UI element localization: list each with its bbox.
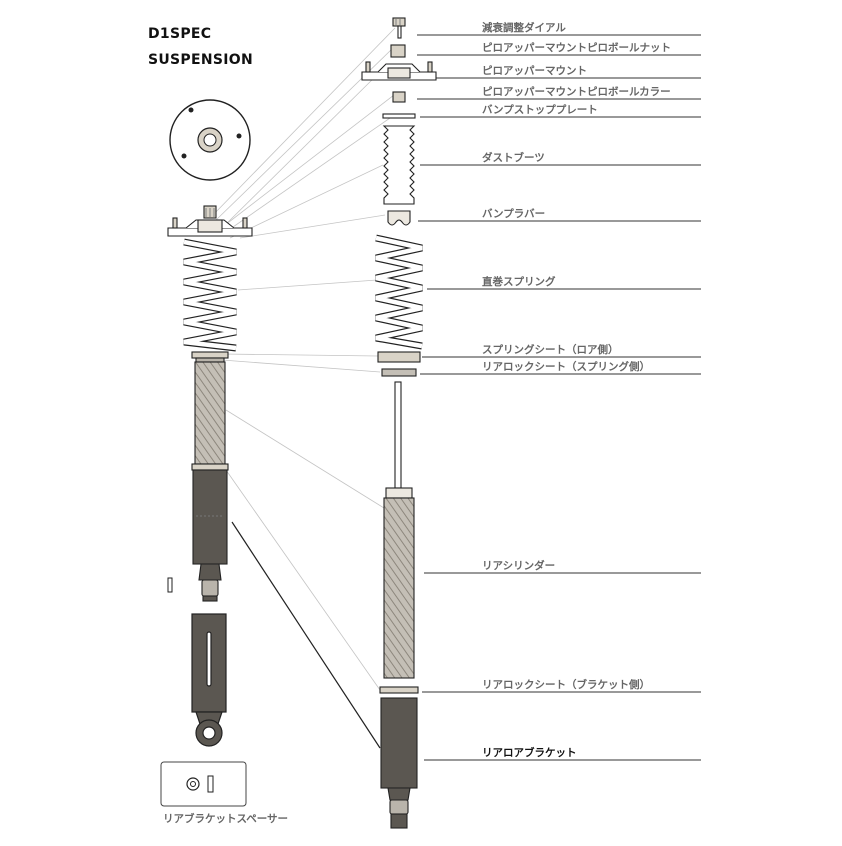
label-lock-seat-spring-side: リアロックシート（スプリング側）: [482, 361, 650, 373]
label-lock-seat-bracket-side: リアロックシート（ブラケット側）: [482, 679, 650, 691]
label-straight-spring: 直巻スプリング: [482, 276, 556, 288]
label-pillow-ball-collar: ピロアッパーマウントピロボールカラー: [482, 86, 671, 98]
small-spacer: [167, 577, 173, 593]
label-rules: [417, 34, 701, 761]
leader-lines: [212, 27, 396, 691]
diagram-title-line-2: SUSPENSION: [148, 52, 253, 68]
label-spring-seat-lower: スプリングシート（ロア側）: [482, 344, 619, 356]
diagram-title-line-1: D1SPEC: [148, 26, 212, 42]
label-rear-cylinder: リアシリンダー: [482, 560, 556, 572]
bracket-leader-line: [231, 521, 381, 749]
exploded-parts: [361, 17, 437, 829]
label-bump-stop-plate: バンプストッププレート: [482, 104, 598, 116]
lower-bracket-left: [191, 613, 227, 747]
label-bracket-spacer: リアブラケットスペーサー: [163, 813, 289, 825]
upper-mount-top-view: [169, 99, 251, 181]
label-pillow-upper-mount: ピロアッパーマウント: [482, 65, 587, 77]
label-bump-rubber: バンプラバー: [482, 208, 546, 220]
label-pillow-ball-nut: ピロアッパーマウントピロボールナット: [482, 42, 671, 54]
label-dust-boot: ダストブーツ: [482, 152, 545, 164]
label-damping-dial: 減衰調整ダイアル: [482, 22, 566, 34]
assembled-shock: [167, 205, 253, 602]
label-rear-lower-bracket: リアロアブラケット: [482, 747, 577, 759]
spacer-box: [160, 761, 247, 807]
